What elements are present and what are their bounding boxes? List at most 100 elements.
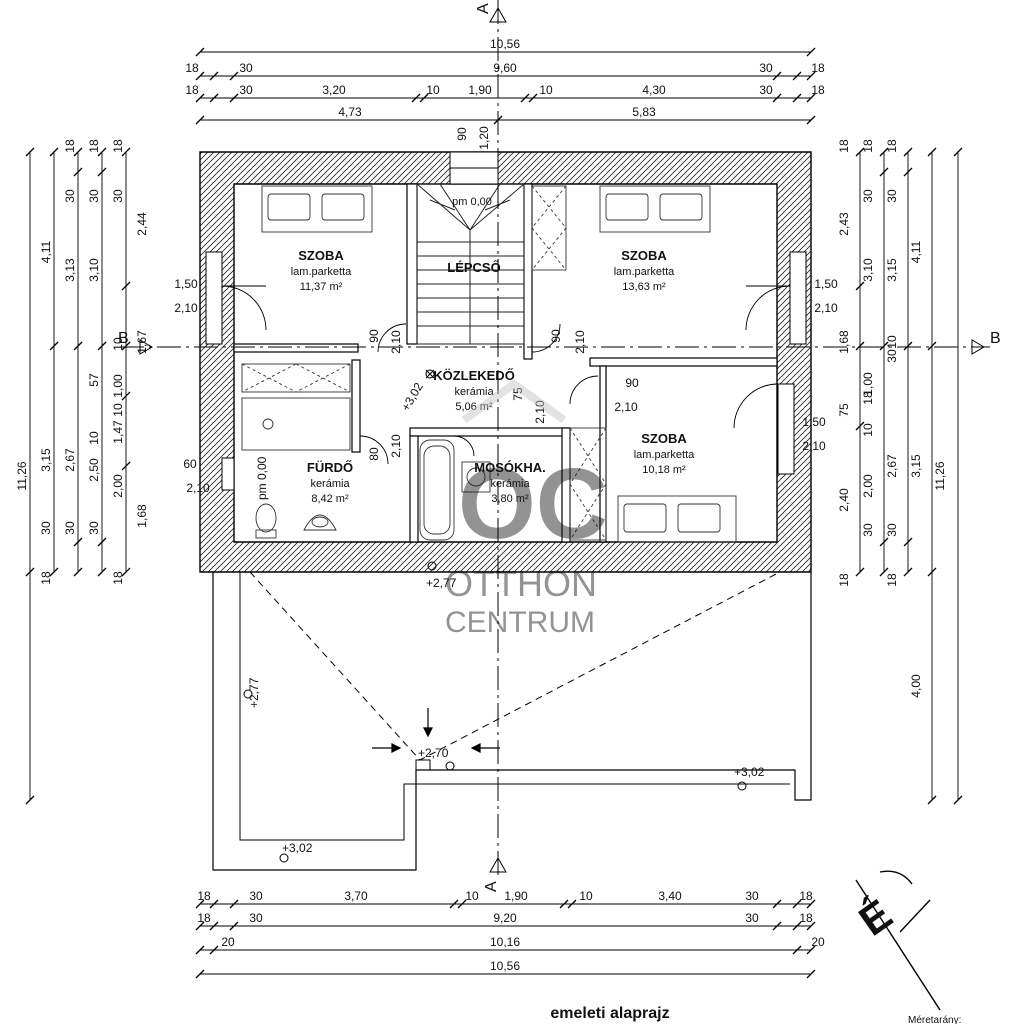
level-corridor: +3,02 bbox=[398, 380, 425, 414]
dim-top-r2-0: 18 bbox=[185, 61, 199, 75]
room-mosokha-name: MOSÓKHA. bbox=[474, 460, 546, 475]
dim-top-r3-1: 30 bbox=[239, 83, 253, 97]
dim-right-c3-6: 18 bbox=[885, 139, 899, 153]
dim-left-c5-4: 1,47 bbox=[111, 420, 125, 444]
dim-top-v1: 1,20 bbox=[477, 126, 491, 150]
dim-top-total: 10,56 bbox=[490, 37, 520, 51]
dim-bot-r1-5: 10 bbox=[579, 889, 593, 903]
dim-left-c4-2: 10 bbox=[87, 431, 101, 445]
dim-left-c4-4: 30 bbox=[87, 521, 101, 535]
dim-bot-r3-0: 20 bbox=[221, 935, 235, 949]
win-right-top-height: 2,10 bbox=[814, 301, 838, 315]
dim-top-r3-6: 4,30 bbox=[642, 83, 666, 97]
dim-left-c5-0: 18 bbox=[111, 139, 125, 153]
dim-top-r3-7: 30 bbox=[759, 83, 773, 97]
dims-bottom: 18 30 3,70 10 1,90 10 3,40 30 18 18 30 9… bbox=[197, 889, 825, 973]
dim-right-total: 11,26 bbox=[933, 461, 947, 490]
win-right-top-width: 1,50 bbox=[814, 277, 838, 291]
door-szoba2-height: 2,10 bbox=[573, 330, 587, 354]
dim-bot-total: 10,56 bbox=[490, 959, 520, 973]
dim-left-c2-0: 4,11 bbox=[39, 240, 53, 263]
room-furdo-area: 8,42 m² bbox=[311, 493, 349, 505]
dim-bot-r2-1: 30 bbox=[249, 911, 263, 925]
section-a-bottom: A bbox=[483, 881, 500, 892]
dim-top-r3-2: 3,20 bbox=[322, 83, 346, 97]
door-szoba3-width: 90 bbox=[625, 376, 639, 390]
room-szoba3-floor: lam.parketta bbox=[634, 449, 695, 461]
dim-left-c2-1: 30 bbox=[39, 521, 53, 535]
wall-lepcso-szoba2 bbox=[523, 183, 533, 360]
level-markers bbox=[243, 369, 747, 863]
fall-arrows bbox=[372, 708, 500, 753]
win-left-top-height: 2,10 bbox=[174, 301, 198, 315]
room-szoba1-area: 11,37 m² bbox=[300, 281, 343, 293]
dim-right-c2-6: 30 bbox=[861, 523, 875, 537]
room-lepcso-name: LÉPCSŐ bbox=[447, 260, 500, 275]
dim-top-r3-4: 1,90 bbox=[468, 83, 492, 97]
dim-left-c4-3: 2,50 bbox=[87, 458, 101, 482]
terrace bbox=[212, 571, 812, 871]
dim-bot-r3-2: 20 bbox=[811, 935, 825, 949]
win-right-bottom-width: 1,50 bbox=[802, 415, 826, 429]
windows bbox=[205, 151, 807, 491]
dim-right-c3-3: 30 bbox=[885, 349, 899, 363]
room-mosokha-area: 3,80 m² bbox=[491, 493, 529, 505]
dim-right-c1-2: 1,68 bbox=[837, 330, 851, 354]
opening-labels: 1,50 2,10 1,50 2,10 1,50 2,10 60 2,10 90… bbox=[174, 277, 838, 495]
wall-corridor-bottom bbox=[409, 427, 571, 437]
door-furdo-width: 80 bbox=[367, 447, 381, 461]
door-mosokha-width: 75 bbox=[511, 387, 525, 401]
dim-bot-r1-3: 10 bbox=[465, 889, 479, 903]
wall-szoba1-lepcso bbox=[406, 183, 418, 345]
dim-right-c3-4: 2,67 bbox=[885, 454, 899, 478]
dim-right-terrace: 4,00 bbox=[909, 674, 923, 698]
dim-left-c5-9: 10 bbox=[111, 403, 125, 417]
dim-left-c5-6: 1,68 bbox=[135, 504, 149, 528]
dim-right-c2-4: 10 bbox=[861, 423, 875, 437]
dim-left-c5-7: 18 bbox=[87, 139, 101, 153]
section-lines bbox=[120, 0, 990, 880]
dim-right-c2-1: 3,10 bbox=[861, 258, 875, 282]
win-right-bottom-height: 2,10 bbox=[802, 439, 826, 453]
level-terrace-center: +2,70 bbox=[418, 746, 449, 760]
dim-bot-r1-2: 3,70 bbox=[344, 889, 368, 903]
dim-top-r2-4: 18 bbox=[811, 61, 825, 75]
scale-label: Méretarány: bbox=[908, 1015, 961, 1024]
dim-right-c3-2: 10 bbox=[885, 335, 899, 349]
stair bbox=[416, 183, 525, 345]
room-labels: SZOBA lam.parketta 11,37 m² SZOBA lam.pa… bbox=[291, 196, 695, 505]
wall-szoba1-bottom bbox=[233, 343, 359, 353]
door-szoba2-width: 90 bbox=[549, 329, 563, 343]
dim-top-r3-3: 10 bbox=[426, 83, 440, 97]
door-mosokha-height: 2,10 bbox=[533, 400, 547, 424]
dim-right-c4-1: 3,15 bbox=[909, 454, 923, 478]
dim-right-c1-0: 18 bbox=[837, 139, 851, 153]
room-furdo-name: FÜRDŐ bbox=[307, 460, 353, 475]
dim-left-c2-5: 18 bbox=[63, 139, 77, 153]
room-kozlekedo-floor: kerámia bbox=[454, 386, 494, 398]
dim-top-v0: 90 bbox=[455, 127, 469, 141]
dim-top-r3-0: 18 bbox=[185, 83, 199, 97]
win-bath-width: 60 bbox=[183, 457, 197, 471]
wall-szoba2-bottom bbox=[589, 357, 778, 367]
dim-right-c2-7: 18 bbox=[861, 139, 875, 153]
room-szoba1-name: SZOBA bbox=[298, 248, 344, 263]
dim-left-c2-3: 3,15 bbox=[39, 448, 53, 472]
dimension-lines bbox=[29, 51, 959, 975]
dim-right-c3-7: 18 bbox=[885, 573, 899, 587]
dim-left-c4-0: 30 bbox=[111, 189, 125, 203]
dim-top-r3-8: 18 bbox=[811, 83, 825, 97]
room-furdo-floor: kerámia bbox=[310, 478, 350, 490]
north-arrow-icon: É bbox=[851, 870, 941, 1011]
dim-left-c5-10: 18 bbox=[111, 571, 125, 585]
dim-left-c3-3: 2,67 bbox=[63, 448, 77, 472]
level-labels: +3,02 +2,77 +2,77 +2,70 +3,02 +3,02 pm 0… bbox=[247, 380, 765, 855]
level-terrace-top: +2,77 bbox=[426, 576, 457, 590]
door-furdo-height: 2,10 bbox=[389, 434, 403, 458]
dim-left-c2-2: 18 bbox=[39, 571, 53, 585]
door-szoba1-width: 90 bbox=[367, 329, 381, 343]
dim-left-c5-2: 1,67 bbox=[135, 330, 149, 354]
dim-left-c3-1: 3,13 bbox=[63, 258, 77, 282]
dims-right: 11,26 4,11 3,15 30 3,15 10 30 2,67 30 18… bbox=[837, 139, 947, 698]
